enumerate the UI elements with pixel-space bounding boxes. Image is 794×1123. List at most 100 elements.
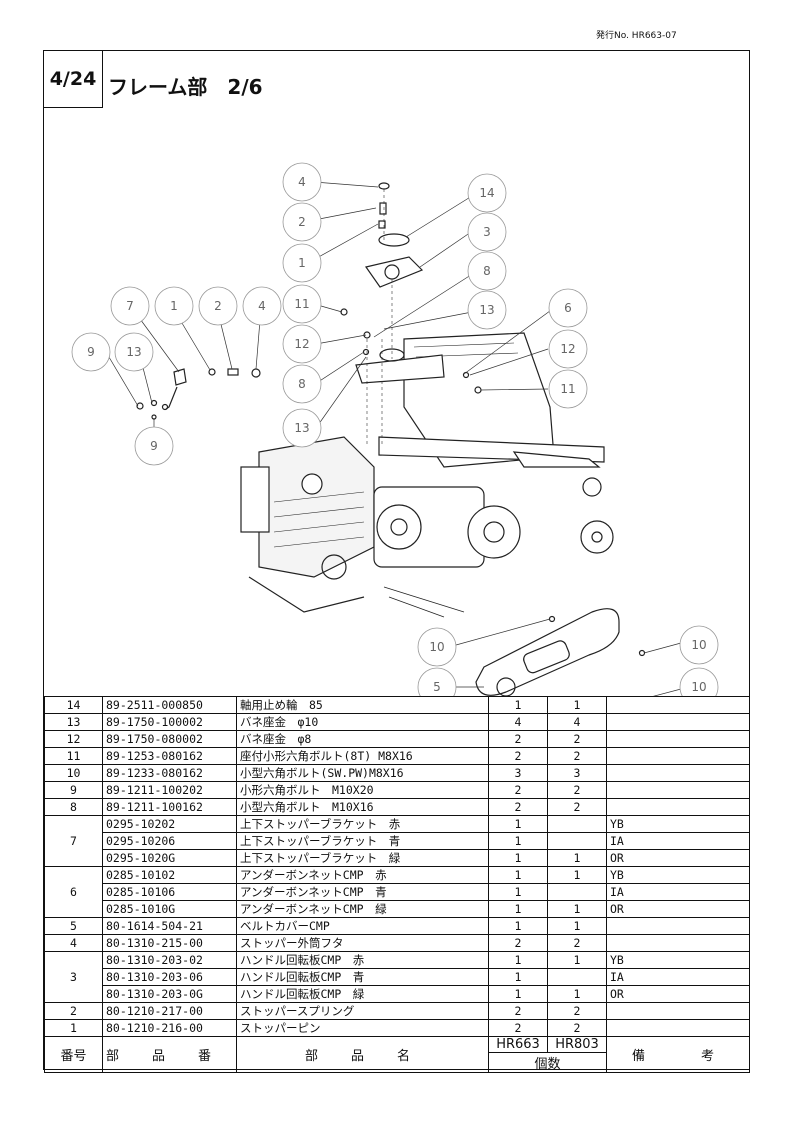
callout-balloon: 10	[679, 667, 719, 696]
leader-lines	[105, 181, 682, 696]
cell-remarks	[606, 781, 750, 799]
callout-balloon: 5	[417, 667, 457, 696]
cell-remarks	[606, 747, 750, 765]
cell-qty-hr663: 1	[488, 832, 548, 850]
svg-text:10: 10	[691, 680, 706, 694]
cell-qty-hr663: 2	[488, 1002, 548, 1020]
svg-text:11: 11	[560, 382, 575, 396]
svg-text:1: 1	[170, 299, 178, 313]
header-model-hr803: HR803	[547, 1036, 607, 1053]
page-title: フレーム部 2/6	[108, 75, 263, 99]
cell-qty-hr663: 2	[488, 1019, 548, 1037]
cell-qty-hr803: 1	[547, 917, 607, 935]
cell-qty-hr803: 2	[547, 781, 607, 799]
cell-part-name: ハンドル回転板CMP 青	[236, 968, 489, 986]
cell-number: 12	[44, 730, 103, 748]
svg-text:6: 6	[564, 301, 572, 315]
svg-text:14: 14	[479, 186, 494, 200]
cell-qty-hr803: 2	[547, 747, 607, 765]
cell-qty-hr803: 4	[547, 713, 607, 731]
cell-part-name: 座付小形六角ボルト(8T) M8X16	[236, 747, 489, 765]
cell-qty-hr803: 2	[547, 798, 607, 816]
cell-qty-hr803: 1	[547, 900, 607, 918]
cell-qty-hr663: 1	[488, 866, 548, 884]
cell-part-name: 小形六角ボルト M10X20	[236, 781, 489, 799]
callout-balloon: 10	[417, 627, 457, 667]
svg-text:12: 12	[294, 337, 309, 351]
callout-balloon: 11	[548, 369, 588, 409]
cell-remarks	[606, 1019, 750, 1037]
cell-qty-hr803: 1	[547, 849, 607, 867]
cell-part-number: 89-1233-080162	[102, 764, 237, 782]
cell-part-number: 89-1750-080002	[102, 730, 237, 748]
svg-text:2: 2	[298, 215, 306, 229]
cell-part-number: 0285-1010G	[102, 900, 237, 918]
cell-part-name: ハンドル回転板CMP 赤	[236, 951, 489, 969]
cell-part-name: アンダーボンネットCMP 緑	[236, 900, 489, 918]
dashed-guides	[366, 189, 393, 447]
cell-qty-hr663: 1	[488, 985, 548, 1003]
cell-qty-hr803	[547, 883, 607, 901]
svg-text:9: 9	[150, 439, 158, 453]
cell-remarks: YB	[606, 866, 750, 884]
svg-text:13: 13	[294, 421, 309, 435]
header-part-name: 部 品 名	[236, 1036, 489, 1073]
cell-qty-hr663: 1	[488, 968, 548, 986]
cell-remarks	[606, 1002, 750, 1020]
cell-remarks	[606, 764, 750, 782]
cell-part-name: アンダーボンネットCMP 赤	[236, 866, 489, 884]
cell-remarks: YB	[606, 951, 750, 969]
header-model-hr663: HR663	[488, 1036, 548, 1053]
svg-text:2: 2	[214, 299, 222, 313]
cell-qty-hr803: 1	[547, 985, 607, 1003]
header-quantity: 個数	[488, 1052, 607, 1073]
callout-balloon: 1	[154, 286, 194, 326]
cell-number: 13	[44, 713, 103, 731]
cell-qty-hr663: 1	[488, 696, 548, 714]
cell-part-number: 0295-10202	[102, 815, 237, 833]
cell-qty-hr803	[547, 815, 607, 833]
cell-remarks: IA	[606, 968, 750, 986]
cell-remarks	[606, 696, 750, 714]
callout-balloon: 13	[467, 290, 507, 330]
callout-balloon: 8	[282, 364, 322, 404]
cell-part-number: 89-1211-100202	[102, 781, 237, 799]
cell-part-name: 上下ストッパーブラケット 青	[236, 832, 489, 850]
callout-balloon: 14	[467, 173, 507, 213]
cell-number: 7	[44, 815, 103, 867]
cell-remarks	[606, 798, 750, 816]
page-indicator: 4/24	[44, 51, 103, 108]
callout-balloon: 6	[548, 288, 588, 328]
cell-remarks: YB	[606, 815, 750, 833]
callout-balloon: 10	[679, 625, 719, 665]
publication-number: 発行No. HR663-07	[596, 31, 677, 41]
cell-number: 1	[44, 1019, 103, 1037]
cell-part-number: 0295-10206	[102, 832, 237, 850]
cell-remarks	[606, 730, 750, 748]
cell-qty-hr803	[547, 968, 607, 986]
callout-balloon: 8	[467, 251, 507, 291]
cell-part-name: ハンドル回転板CMP 緑	[236, 985, 489, 1003]
callout-balloon: 7	[110, 286, 150, 326]
cell-part-number: 0285-10102	[102, 866, 237, 884]
cell-part-name: ストッパー外筒フタ	[236, 934, 489, 952]
cell-part-number: 80-1310-203-0G	[102, 985, 237, 1003]
cell-qty-hr663: 4	[488, 713, 548, 731]
exploded-view-diagram: 4 2 1 14 3 8 7 1 2 4 11 12 13 6 12 11 9 …	[71, 162, 719, 696]
cell-remarks	[606, 713, 750, 731]
cell-qty-hr803: 2	[547, 1019, 607, 1037]
